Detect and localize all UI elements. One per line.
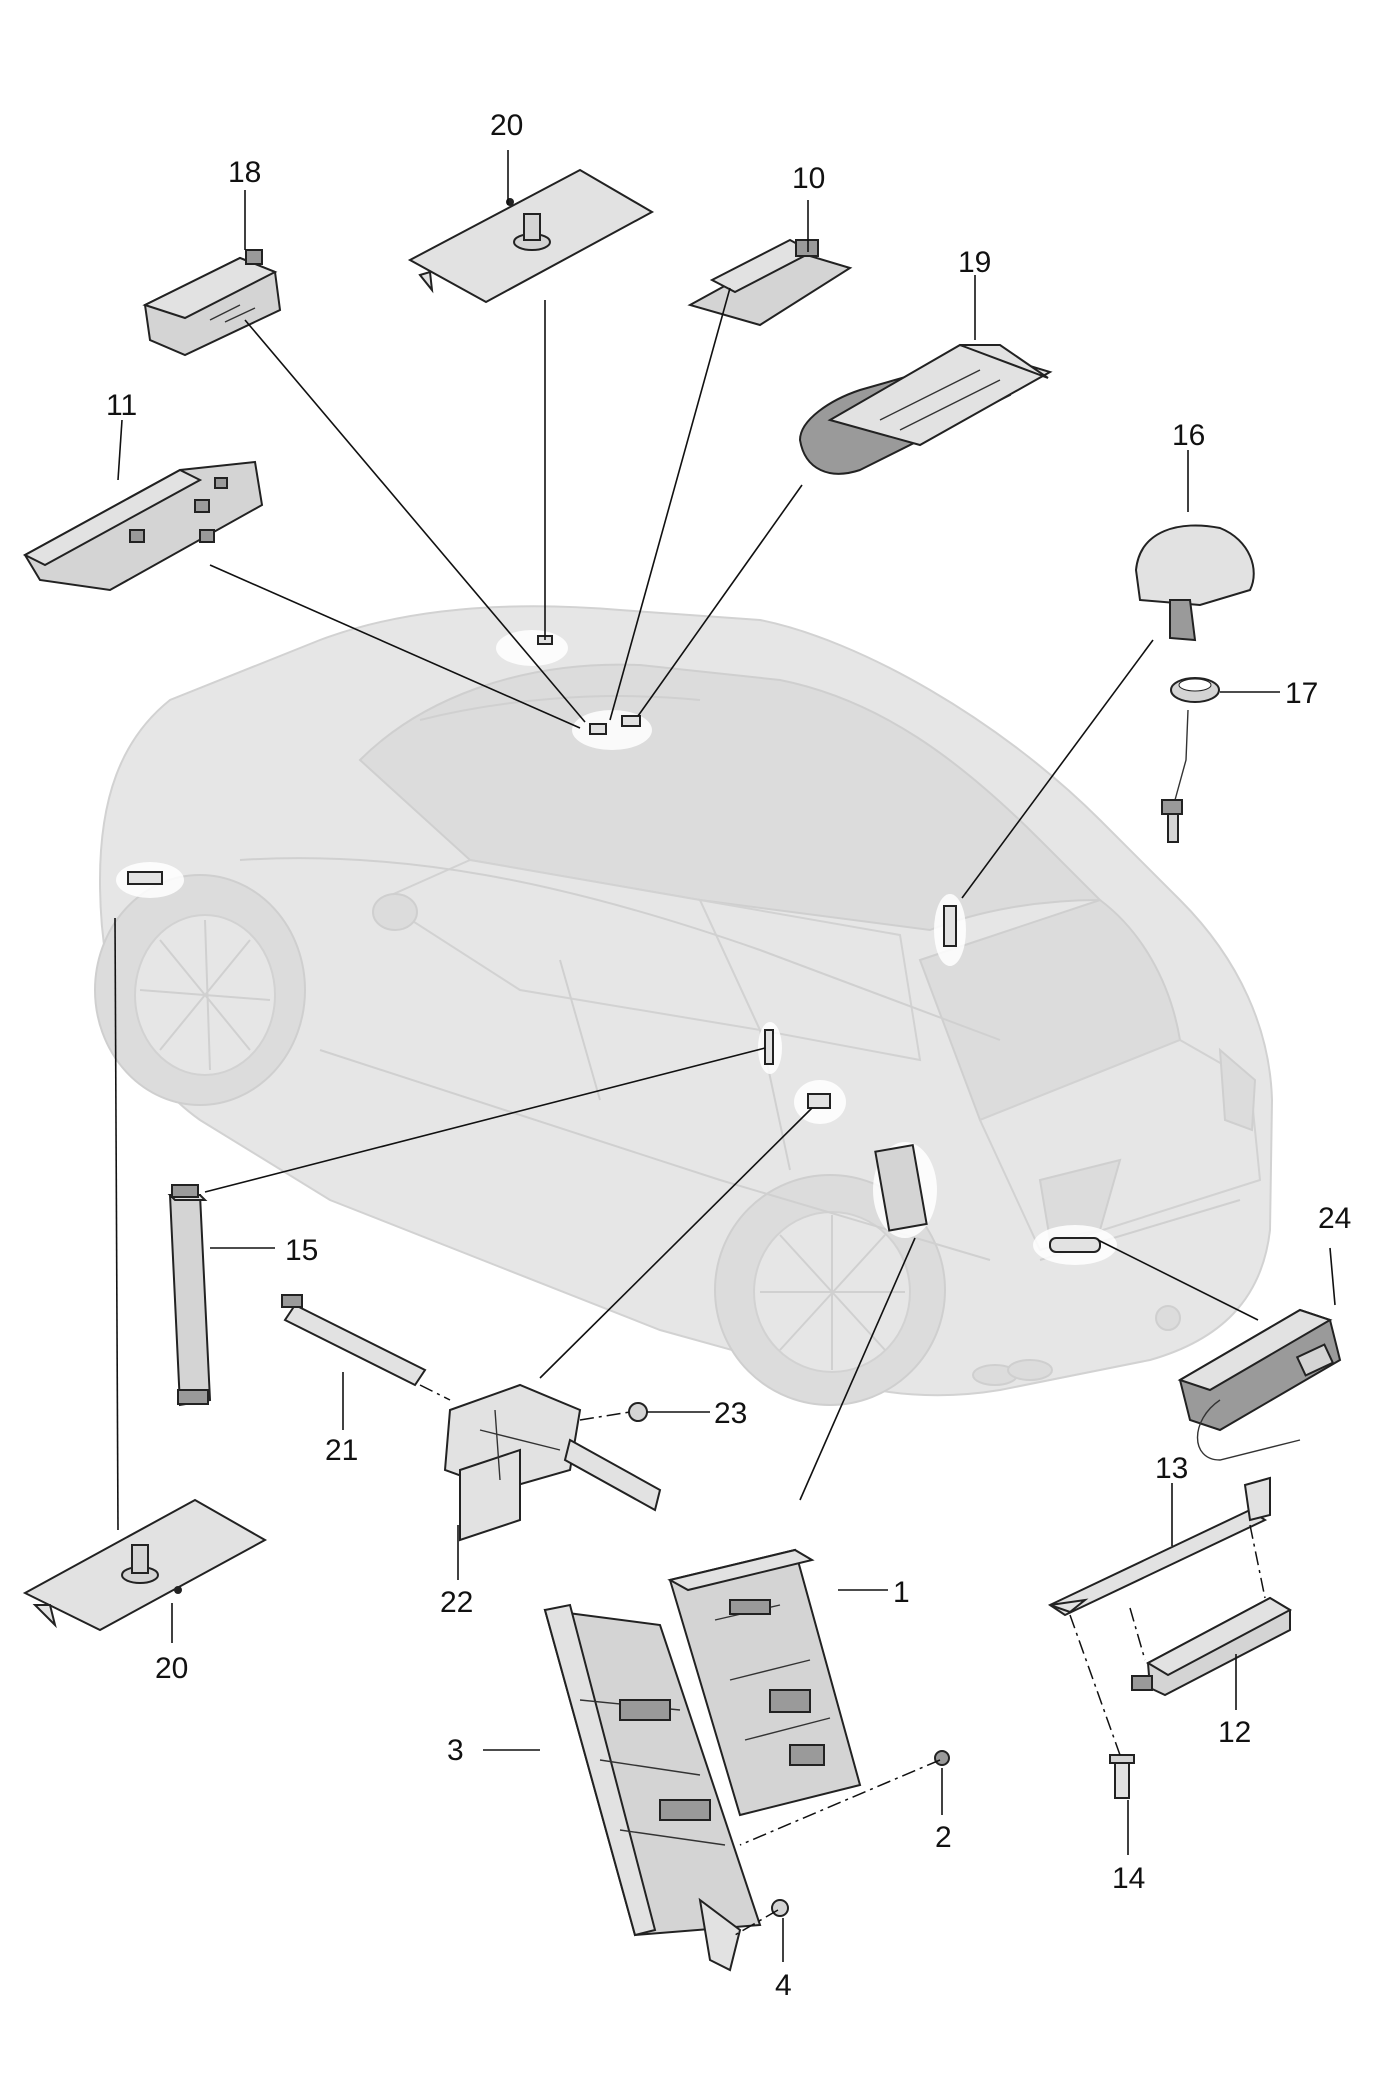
callout-22: 22 <box>440 1586 473 1619</box>
vehicle-part-locations <box>116 630 1117 1265</box>
callout-2: 2 <box>935 1821 952 1854</box>
part-15-amplifier <box>167 1184 212 1407</box>
part-17-seal <box>1161 677 1220 843</box>
leader-lines <box>114 150 1336 1962</box>
callout-20-bottom: 20 <box>155 1652 188 1685</box>
part-2-screw <box>934 1750 950 1766</box>
callout-3: 3 <box>447 1734 464 1767</box>
callout-21: 21 <box>325 1434 358 1467</box>
part-24-module <box>1177 1308 1342 1461</box>
part-4-nut <box>771 1899 789 1917</box>
part-1-control-unit <box>667 1548 862 1817</box>
callout-1: 1 <box>893 1576 910 1609</box>
callout-20-top: 20 <box>490 109 523 142</box>
part-22-bracket <box>443 1383 662 1542</box>
callout-11: 11 <box>106 389 137 422</box>
callout-15: 15 <box>285 1234 318 1267</box>
vehicle-silhouette <box>94 605 1274 1406</box>
part-14-bolt <box>1109 1754 1135 1799</box>
callout-10: 10 <box>792 162 825 195</box>
part-23-nut <box>628 1402 648 1422</box>
callout-19: 19 <box>958 246 991 279</box>
callout-24: 24 <box>1318 1202 1351 1235</box>
part-19-housing <box>798 343 1053 475</box>
part-20-top-plate <box>407 168 655 304</box>
part-18-module <box>142 249 282 357</box>
part-12-module <box>1131 1596 1293 1697</box>
part-21-strip <box>281 1294 427 1387</box>
callout-16: 16 <box>1172 419 1205 452</box>
part-11-bracket <box>22 460 264 592</box>
callout-12: 12 <box>1218 1716 1251 1749</box>
part-20-bottom-plate <box>22 1498 268 1632</box>
part-13-bracket <box>1047 1476 1271 1617</box>
callout-14: 14 <box>1112 1862 1145 1895</box>
part-3-control-unit <box>543 1603 762 1972</box>
callout-4: 4 <box>775 1969 792 2002</box>
part-10-module <box>687 238 853 327</box>
part-16-antenna-cover <box>1134 524 1255 642</box>
callout-labels: 20 18 10 19 11 16 17 15 24 23 21 22 13 1… <box>106 109 1351 2002</box>
callout-13: 13 <box>1155 1452 1188 1485</box>
callout-23: 23 <box>714 1397 747 1430</box>
callout-17: 17 <box>1285 677 1318 710</box>
callout-18: 18 <box>228 156 261 189</box>
